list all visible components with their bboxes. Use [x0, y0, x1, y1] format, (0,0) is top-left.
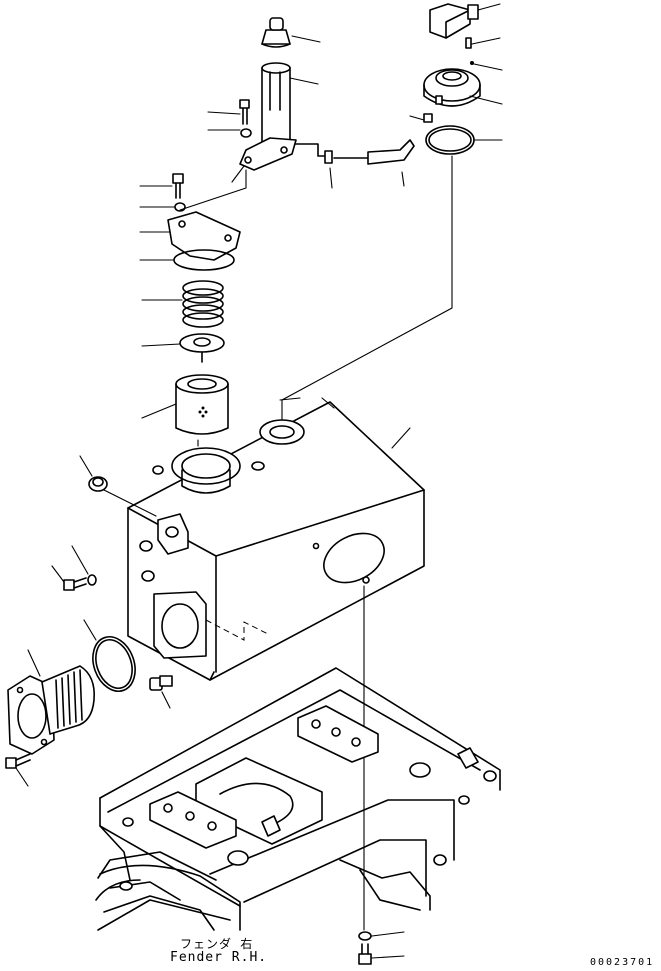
fender-caption-en: Fender R.H.: [170, 950, 268, 965]
valve-disk: [179, 333, 225, 363]
o-ring-left: [92, 636, 136, 692]
washer-small: [240, 128, 252, 138]
suction-strainer: [7, 665, 96, 755]
pin-dot: [470, 61, 474, 65]
strainer-bolt: [5, 753, 31, 769]
filler-pipe: [261, 62, 291, 143]
small-screw: [465, 37, 472, 49]
bolt-small: [239, 99, 250, 125]
fender-frame: [95, 667, 501, 931]
o-ring-top: [425, 125, 475, 155]
assembly-line-gauge: [281, 155, 453, 423]
breather-cap: [261, 17, 291, 48]
filler-flange: [239, 137, 297, 171]
strainer-plug: [149, 675, 173, 691]
filter-element: [175, 374, 229, 435]
gauge-flange: [423, 68, 481, 107]
fender-caption-jp: フェンダ 右: [180, 937, 254, 951]
drawing-number: 00023701: [590, 957, 655, 968]
level-gauge: [429, 3, 479, 39]
small-fitting: [423, 113, 433, 123]
hydraulic-tank: [127, 401, 425, 681]
plug-cap: [88, 476, 108, 492]
assembly-line-filter: [179, 169, 247, 211]
filter-cover: [167, 211, 241, 261]
drain-bolt: [63, 577, 87, 591]
frame-washer: [358, 931, 372, 941]
leader-lines: [15, 3, 503, 959]
filter-spring: [182, 280, 224, 328]
frame-bolt: [358, 943, 372, 965]
cover-bolt: [172, 173, 184, 199]
assembly-line-plug: [103, 489, 157, 517]
drain-washer: [87, 574, 97, 586]
connector-tube: [295, 139, 415, 165]
